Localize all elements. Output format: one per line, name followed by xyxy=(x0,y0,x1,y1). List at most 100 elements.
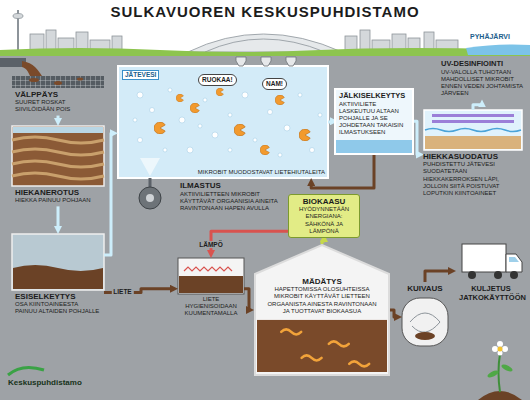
sky xyxy=(0,0,530,52)
logo-swoosh xyxy=(8,367,44,375)
microbe xyxy=(260,145,269,155)
aeration-basin xyxy=(118,66,328,178)
air-bubble xyxy=(228,113,232,117)
hygienisation-tank xyxy=(178,258,244,294)
primary-basin xyxy=(13,265,103,289)
plant xyxy=(497,341,503,347)
transport-step: KULJETUS JATKOKÄYTTÖÖN xyxy=(456,238,526,304)
air-bubble xyxy=(138,138,143,143)
sand-filter-step: HIEKKASUODATUSPUHDISTETTU JÄTEVESI SUODA… xyxy=(420,110,526,199)
step-heading: VÄLPPÄYS xyxy=(15,90,101,99)
truck xyxy=(510,271,518,279)
grit-removal-step: HIEKANEROTUSHIEKKA PAINUU POHJAAN xyxy=(12,126,104,206)
sand-filter xyxy=(425,136,521,149)
lake xyxy=(466,44,530,55)
air-blower xyxy=(149,178,152,187)
air-blower xyxy=(146,194,154,202)
primary-basin xyxy=(12,234,104,290)
screen xyxy=(12,76,104,88)
grit-basin xyxy=(12,137,104,143)
microbe xyxy=(176,94,183,102)
skyline xyxy=(205,39,325,52)
skyline xyxy=(13,14,23,19)
flow-arrow xyxy=(390,310,398,317)
step-heading: JÄLKISELKEYTYS xyxy=(339,92,409,101)
air-bubble xyxy=(133,88,322,157)
grit-basin xyxy=(12,126,104,186)
uv-disinfection-step: UV-DESINFIOINTIUV-VALOLLA TUHOTAAN MAHDO… xyxy=(438,58,526,99)
screen xyxy=(77,78,83,81)
grit-basin xyxy=(12,161,104,167)
microbe xyxy=(154,122,165,134)
air-bubble xyxy=(133,118,137,122)
truck xyxy=(506,254,522,272)
spray-nozzle xyxy=(261,57,271,66)
air-bubble xyxy=(179,117,185,123)
flow-label: LÄMPÖ xyxy=(197,241,224,249)
grit-basin xyxy=(12,173,104,179)
air-blower xyxy=(139,187,161,209)
plant xyxy=(478,341,522,400)
digester-wall xyxy=(255,245,389,375)
step-heading: ESISELKEYTYS xyxy=(15,292,101,301)
step-description: AKTIIVILIETE LASKEUTUU ALTAAN POHJALLE J… xyxy=(339,101,409,137)
hygienisation-tank xyxy=(178,258,244,294)
microbe xyxy=(281,329,301,334)
logo-text: Keskuspuhdistamo xyxy=(8,378,82,388)
primary-settling-step: ESISELKEYTYSOSA KIINTOAINEESTA PAINUU AL… xyxy=(12,234,104,318)
drying-drum xyxy=(402,298,448,346)
plant xyxy=(498,347,503,352)
screen xyxy=(12,76,104,88)
step-description: SUURET ROSKAT SIIVILÖIDÄÄN POIS xyxy=(15,99,101,113)
lake xyxy=(466,44,530,55)
step-description: LIETE HYGIENISOIDAAN KUUMENTAMALLA xyxy=(181,296,241,318)
step-description: UV-VALOLLA TUHOTAAN MAHDOLLISET MIKROBIT… xyxy=(441,69,523,98)
digester-building: MÄDÄTYSHAPETTOMISSA OLOSUHTEISSA MIKROBI… xyxy=(254,244,390,376)
air-bubble xyxy=(278,153,282,157)
step-heading: KULJETUS JATKOKÄYTTÖÖN xyxy=(459,284,523,302)
step-description: AKTIIVILIETTEEN MIKROBIT KÄYTTÄVÄT ORGAA… xyxy=(180,191,280,213)
microbe xyxy=(299,129,310,141)
flow-arrow xyxy=(473,103,482,110)
speech-bubble: NAM! xyxy=(262,78,287,90)
air-bubble xyxy=(242,92,248,98)
grit-basin xyxy=(12,149,104,155)
microbe xyxy=(275,95,284,105)
screen xyxy=(12,76,104,88)
flow-arrow xyxy=(104,133,114,255)
step-description: HIEKKA PAINUU POHJAAN xyxy=(15,197,101,204)
spray-nozzle xyxy=(236,57,296,66)
drying-drum xyxy=(415,332,435,340)
step-heading: ILMASTUS xyxy=(180,181,221,190)
step-heading: HIEKKASUODATUS xyxy=(423,152,523,161)
plant xyxy=(499,354,501,392)
sand-filter xyxy=(425,129,521,132)
drying-drum xyxy=(410,313,440,332)
air-bubble xyxy=(268,110,273,115)
sky xyxy=(0,0,530,52)
microbe xyxy=(216,88,223,96)
screen xyxy=(29,78,39,82)
microbe xyxy=(349,361,369,366)
plant xyxy=(478,391,522,400)
sludge-hygienisation-step: LIETE HYGIENISOIDAAN KUUMENTAMALLA xyxy=(178,258,244,320)
air-bubble xyxy=(150,108,155,113)
air-bubble xyxy=(187,147,193,153)
step-description: HYÖDYNNETÄÄN ENERGIANA: SÄHKÖNÄ JA LÄMPÖ… xyxy=(292,206,356,235)
air-bubble xyxy=(203,98,207,102)
step-description: MIKROBIT MUODOSTAVAT LIETEHIUTALEITA xyxy=(121,169,325,176)
air-bubble xyxy=(212,132,218,138)
sand-filter xyxy=(424,110,522,150)
drying-step: KUIVAUS xyxy=(398,282,452,352)
plant xyxy=(492,346,498,352)
plant xyxy=(501,363,514,373)
flow-arrow xyxy=(414,121,420,154)
microbe xyxy=(190,103,199,113)
truck xyxy=(494,271,502,279)
step-heading: KUIVAUS xyxy=(401,284,449,293)
air-bubble xyxy=(228,148,232,152)
flow-arrow xyxy=(425,271,452,282)
microbe xyxy=(234,124,245,136)
flow-arrow xyxy=(57,206,60,230)
